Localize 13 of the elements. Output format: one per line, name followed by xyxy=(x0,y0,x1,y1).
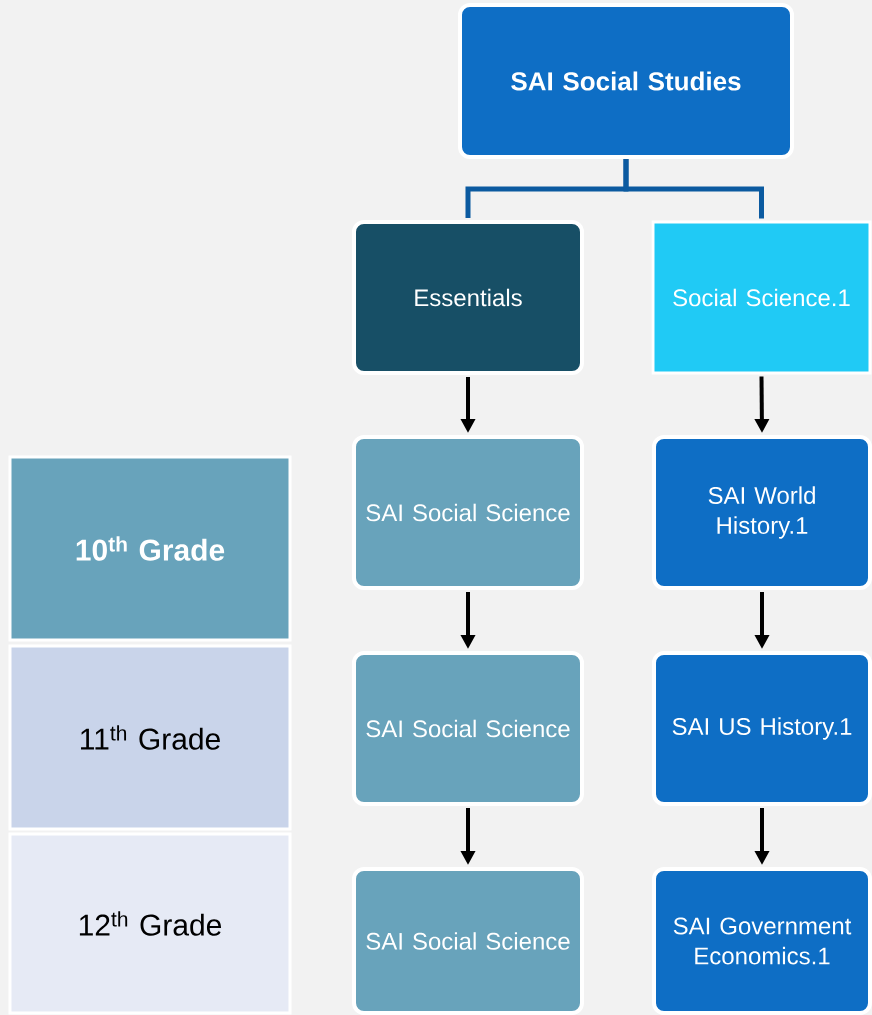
course-box: SAI Social Science xyxy=(352,435,584,590)
grade-cell: 10$^{th}$ Grade xyxy=(8,455,292,642)
course-box: SAI Government Economics.1 xyxy=(652,867,872,1015)
course-box: SAI US History.1 xyxy=(652,651,872,806)
grade-cell: 11$^{th}$ Grade xyxy=(8,644,292,831)
process-box: Social Science.1 xyxy=(651,220,872,375)
course-box: SAI Social Science xyxy=(352,867,584,1015)
course-box: SAI Social Science xyxy=(352,651,584,806)
title-box: SAI Social Studies xyxy=(458,3,794,159)
course-box: SAI World History.1 xyxy=(652,435,872,590)
process-box: Essentials xyxy=(352,220,584,375)
grade-cell: 12$^{th}$ Grade xyxy=(8,832,292,1015)
connector-line xyxy=(623,159,764,219)
